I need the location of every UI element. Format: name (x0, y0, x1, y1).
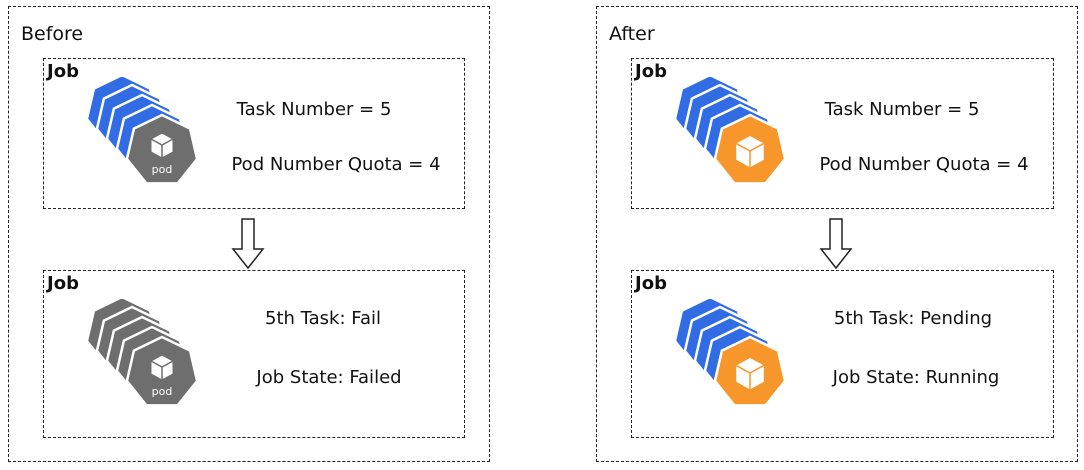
cube-icon (150, 132, 174, 159)
panel-title: Before (21, 23, 84, 45)
cube-icon (735, 134, 765, 169)
down-arrow-icon (231, 218, 265, 270)
panel-title: After (609, 23, 655, 45)
job-box-after-bottom: Job 5th Task: Pending Job State: Running (631, 270, 1054, 438)
job-label: Job (635, 273, 667, 294)
down-arrow-icon (819, 218, 853, 270)
after-panel: After Job Task Number = 5 Pod Number Quo… (596, 6, 1078, 462)
cube-icon (735, 356, 765, 391)
task-number-text: Task Number = 5 (236, 99, 392, 120)
job-box-before-top: Job pod Task Number = 5 Pod Number Quota… (43, 58, 465, 209)
pod-quota-text: Pod Number Quota = 4 (819, 154, 1029, 175)
pod-label: pod (152, 163, 173, 176)
task-number-text: Task Number = 5 (824, 99, 980, 120)
pod-stack-icon (673, 299, 787, 407)
pod-stack-icon: pod (85, 299, 199, 407)
job-state-text: Job State: Failed (256, 367, 402, 388)
task-status-text: 5th Task: Pending (833, 308, 993, 329)
cube-icon (150, 354, 174, 381)
pod-quota-text: Pod Number Quota = 4 (231, 154, 441, 175)
job-label: Job (635, 61, 667, 82)
pod-stack-icon (673, 77, 787, 185)
task-status-text: 5th Task: Fail (264, 308, 382, 329)
job-label: Job (47, 61, 79, 82)
pod-label: pod (152, 385, 173, 398)
before-panel: Before Job pod Task Number = 5 Pod Numbe… (8, 6, 490, 462)
job-state-text: Job State: Running (832, 367, 1000, 388)
job-box-after-top: Job Task Number = 5 Pod Number Quota = 4 (631, 58, 1054, 209)
job-box-before-bottom: Job pod 5th Task: Fail Job State: Failed (43, 270, 465, 438)
job-label: Job (47, 273, 79, 294)
pod-stack-icon: pod (85, 77, 199, 185)
